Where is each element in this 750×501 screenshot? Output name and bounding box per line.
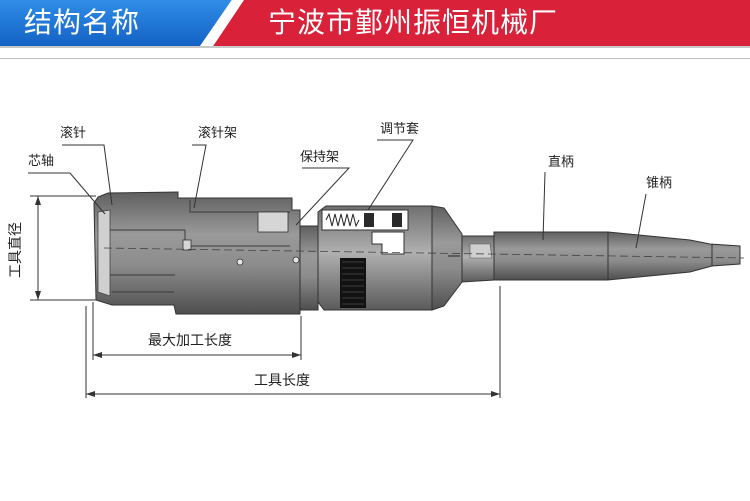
straight-shank (493, 231, 609, 281)
company-name: 宁波市鄞州振恒机械厂 (268, 6, 559, 39)
label-roller-needle: 滚针 (60, 125, 86, 141)
spring-coil (325, 212, 360, 228)
center-line (103, 247, 745, 259)
header-bar: 结构名称 宁波市鄞州振恒机械厂 (0, 0, 750, 46)
taper-shank (607, 231, 741, 281)
knurl-lines (342, 261, 364, 305)
diagram-frame (0, 58, 750, 501)
section-title: 结构名称 (24, 6, 141, 39)
label-retainer: 保持架 (300, 150, 339, 165)
label-mandrel: 芯轴 (28, 154, 54, 169)
dimension-tool-diameter: 工具直径 (7, 222, 24, 278)
dimension-tool-length: 工具长度 (254, 373, 310, 389)
shaft-groove (469, 243, 493, 259)
retainer-window (371, 231, 405, 255)
bearing-ball-right (392, 213, 402, 227)
label-adjust-sleeve: 调节套 (380, 121, 419, 137)
shaft (461, 235, 495, 283)
tool-body (93, 191, 745, 315)
dimension-arrows (35, 196, 500, 397)
label-straight-shank: 直柄 (548, 155, 574, 170)
header-underline (0, 46, 750, 48)
dimension-max-length: 最大加工长度 (148, 333, 232, 349)
roller-slot-small (182, 239, 192, 251)
dimension-lines (30, 195, 501, 398)
label-roller-cage: 滚针架 (198, 125, 237, 141)
tapered-collar (431, 205, 463, 311)
neck (299, 225, 319, 311)
head-inner-steps (110, 200, 290, 293)
leader-lines (28, 139, 647, 249)
roller-insert (97, 209, 111, 297)
bearing-ball-left (364, 213, 374, 227)
header-blue-panel (0, 0, 232, 46)
knurled-ring (340, 258, 366, 308)
roller-head (93, 191, 301, 315)
screw-dot (236, 258, 244, 266)
label-taper-shank: 锥柄 (646, 176, 672, 191)
roller-cage-slot (257, 211, 289, 233)
screw-dot-2 (292, 256, 300, 264)
